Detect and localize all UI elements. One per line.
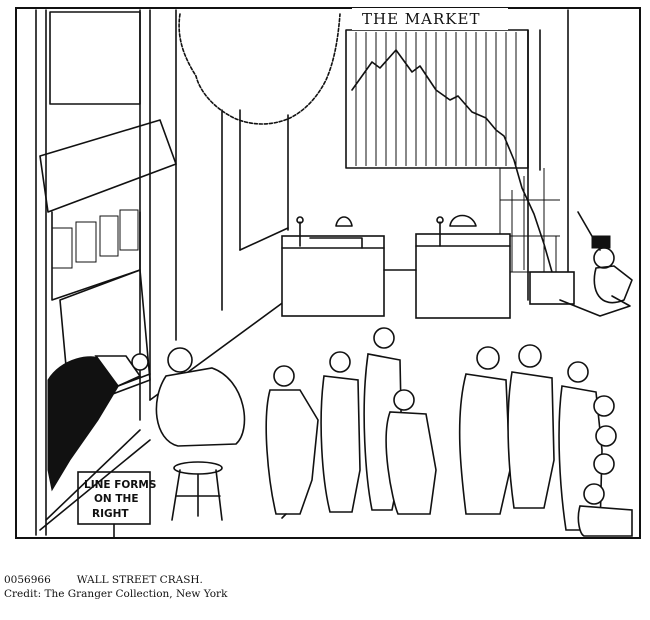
queue-man-4 (385, 389, 437, 515)
scalloped-cloud (178, 13, 341, 125)
market-chart: THE MARKET (345, 8, 569, 301)
caption-title: WALL STREET CRASH. (76, 574, 203, 586)
queue-man-6 (507, 344, 555, 509)
sign-line-2: ON THE (94, 493, 139, 505)
caption-line-1: 0056966 WALL STREET CRASH. (4, 573, 203, 587)
ticker-operator (529, 211, 633, 317)
window-ledge (39, 429, 151, 531)
caption-credit: Credit: The Granger Collection, New York (4, 588, 228, 600)
queue-figures (265, 327, 633, 537)
sign-line-3: RIGHT (92, 508, 129, 520)
desk-right (415, 214, 511, 319)
desk-left (281, 216, 385, 317)
building-wall (35, 9, 301, 536)
queue-man-8 (577, 395, 633, 537)
stool-figure (155, 347, 246, 521)
line-sign: LINE FORMS ON THE RIGHT (77, 471, 156, 539)
diving-figure (47, 353, 151, 492)
queue-man-5 (458, 346, 511, 515)
queue-man-1 (265, 365, 319, 519)
caption-id: 0056966 (4, 574, 51, 586)
cartoon-illustration: THE MARKET (15, 7, 641, 539)
market-chart-title: THE MARKET (362, 10, 480, 28)
queue-man-2 (320, 351, 361, 513)
sign-line-1: LINE FORMS (84, 479, 156, 491)
